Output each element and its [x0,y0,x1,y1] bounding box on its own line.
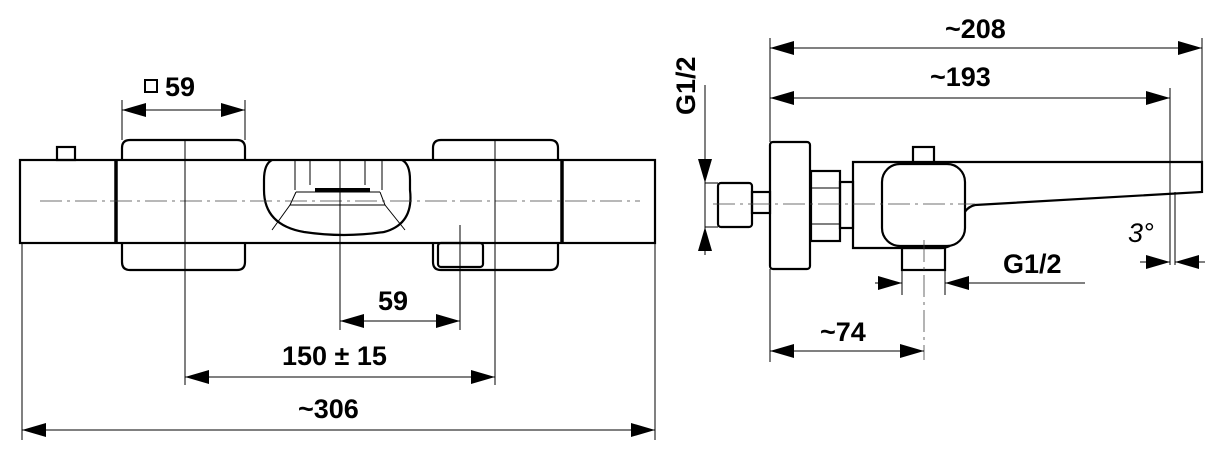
spout-angle-label: 3° [1128,218,1154,248]
top-pin [911,145,936,165]
overall-length-label: ~306 [298,394,359,424]
square-symbol-icon [144,79,158,93]
inlet-spacing-label: 150 ± 15 [282,341,387,371]
knob-square-label: 59 [165,72,195,102]
thermostat-body [18,158,657,245]
wall-flange [768,140,812,271]
front-view: 59 59 150 ± 15 ~306 [18,72,657,440]
inlet-fitting [716,181,754,229]
diverter-pin [55,145,77,162]
outlet-depth-label: ~74 [820,317,866,347]
outlet-offset-label: 59 [378,286,408,316]
inlet-thread-label: G1/2 [671,56,701,115]
union-nut [809,169,842,243]
bottom-outlet [900,246,947,272]
outlet-thread-label: G1/2 [1003,249,1062,279]
overall-depth-label: ~208 [945,14,1006,44]
side-view: ~208 ~193 G1/2 G1/2 ~74 3° [671,14,1205,362]
outlet-recess [262,159,412,237]
control-handle [880,162,967,248]
left-knob-bottom [120,243,247,272]
spout-depth-label: ~193 [930,62,991,92]
left-knob-top [120,138,247,160]
